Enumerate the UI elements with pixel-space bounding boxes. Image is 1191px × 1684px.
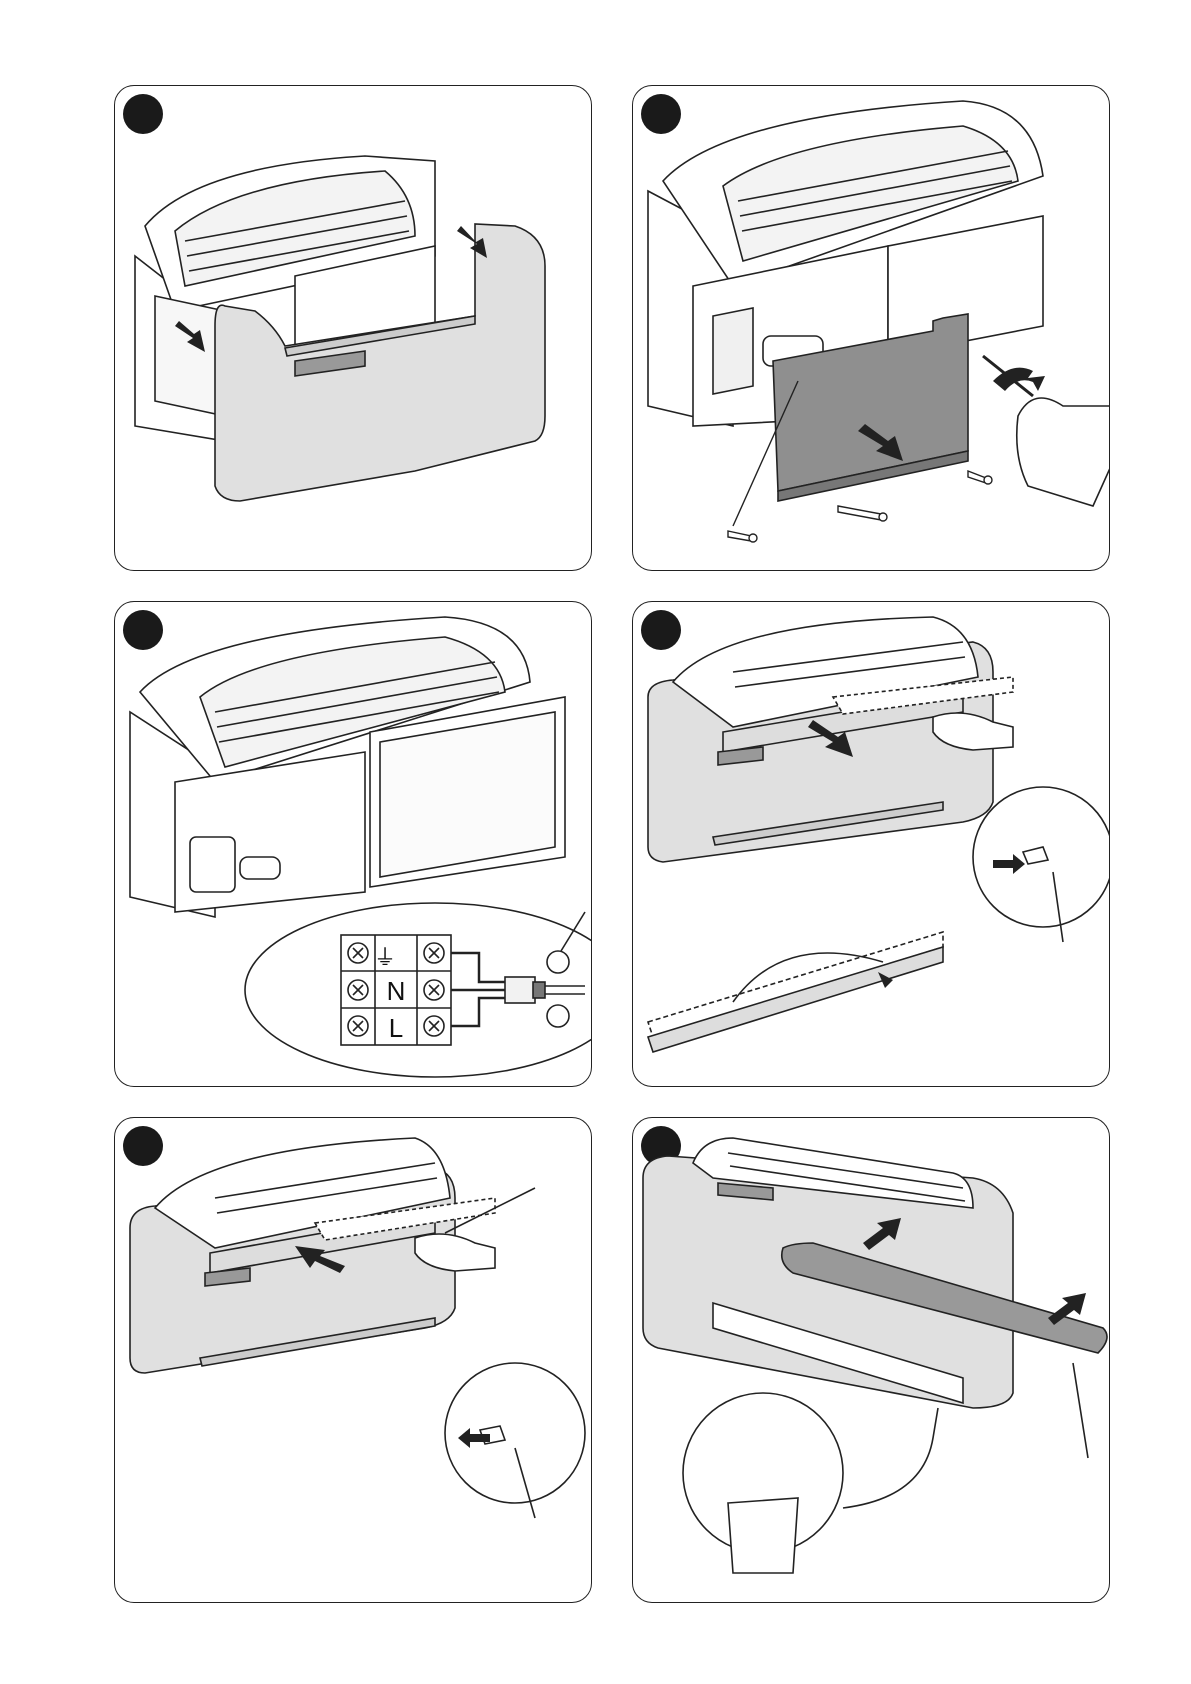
neutral-terminal-label: N	[387, 976, 406, 1006]
step-4-panel	[632, 601, 1110, 1087]
drain-condensate-illustration	[633, 1118, 1110, 1603]
step-3-panel: ⏚ N L	[114, 601, 592, 1087]
insert-air-filter-illustration	[115, 1118, 592, 1603]
step-5-panel	[114, 1117, 592, 1603]
remove-electrical-cover-illustration	[633, 86, 1110, 571]
step-6-panel	[632, 1117, 1110, 1603]
step-2-panel	[632, 85, 1110, 571]
line-terminal-label: L	[389, 1013, 403, 1043]
remove-air-filter-illustration	[633, 602, 1110, 1087]
power-wiring-illustration: ⏚ N L	[115, 602, 592, 1087]
step-1-panel	[114, 85, 592, 571]
remove-front-cover-illustration	[115, 86, 592, 571]
ground-terminal-label: ⏚	[374, 945, 396, 970]
